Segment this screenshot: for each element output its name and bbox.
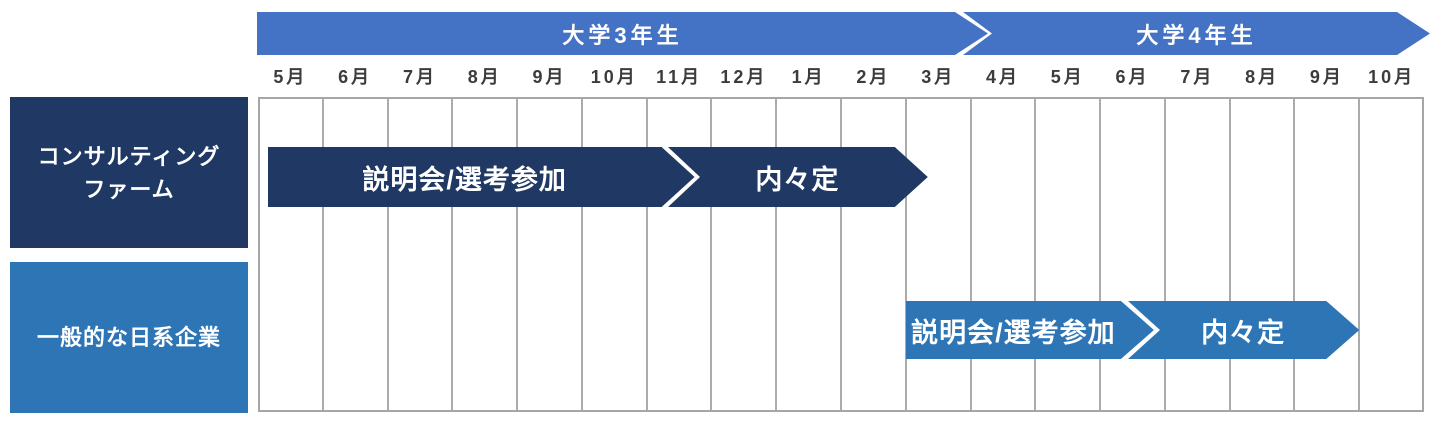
month-label-0: 5月 [273,67,308,87]
timeline-bar-label: 説明会/選考参加 [911,317,1116,348]
timeline-bar-row0-1: 内々定 [668,147,928,207]
row-label-japanese-company-text: 一般的な日系企業 [36,325,221,350]
gridline [1228,99,1231,410]
timeline-bar-row1-0: 説明会/選考参加 [906,301,1154,359]
timeline-bar-label: 内々定 [1201,317,1286,348]
gridline [775,99,778,410]
timeline-grid [258,97,1424,412]
month-label-5: 10月 [590,67,638,87]
gridline [580,99,583,410]
row-label-japanese-company: 一般的な日系企業 [10,262,248,413]
timeline-bar-label: 内々定 [755,164,840,195]
month-label-13: 6月 [1115,67,1150,87]
month-label-10: 3月 [921,67,956,87]
gridline [1358,99,1361,410]
timeline-bar-label: 説明会/選考参加 [362,164,567,195]
gridline [451,99,454,410]
month-label-3: 8月 [467,67,502,87]
gridline [321,99,324,410]
month-label-7: 12月 [720,67,768,87]
year-banner-4th-year-label: 大学4年生 [1136,22,1257,48]
gridline [1099,99,1102,410]
month-label-1: 6月 [338,67,373,87]
year-banner-4th-year: 大学4年生 [963,12,1430,55]
gridline [1034,99,1037,410]
gridline [710,99,713,410]
month-label-17: 10月 [1368,67,1416,87]
gridline [516,99,519,410]
month-label-4: 9月 [532,67,567,87]
gridline [1293,99,1296,410]
month-label-16: 9月 [1309,67,1344,87]
gridline [904,99,907,410]
timeline-bar-row0-0: 説明会/選考参加 [268,147,695,207]
year-banner-3rd-year-label: 大学3年生 [562,22,683,48]
row-label-consulting-firm: コンサルティング ファーム [10,97,248,248]
gridline [969,99,972,410]
gridline [840,99,842,410]
month-label-15: 8月 [1245,67,1280,87]
timeline-bar-row1-1: 内々定 [1128,301,1359,359]
month-label-9: 2月 [856,67,891,87]
gridline [645,99,648,410]
row-label-consulting-firm-text: コンサルティング ファーム [37,143,221,202]
month-label-8: 1月 [791,67,826,87]
month-label-14: 7月 [1180,67,1215,87]
gridline [1163,99,1166,410]
month-label-11: 4月 [985,67,1020,87]
month-row: 5月 6月 7月 8月 9月 10月 11月 12月 1月 2月 3月 4月 5月 6月 7月 8月 9月 10月 [258,57,1424,95]
month-label-12: 5月 [1050,67,1085,87]
month-label-6: 11月 [656,67,703,87]
month-label-2: 7月 [402,67,437,87]
gridline [386,99,389,410]
year-banner-3rd-year: 大学3年生 [257,12,988,55]
